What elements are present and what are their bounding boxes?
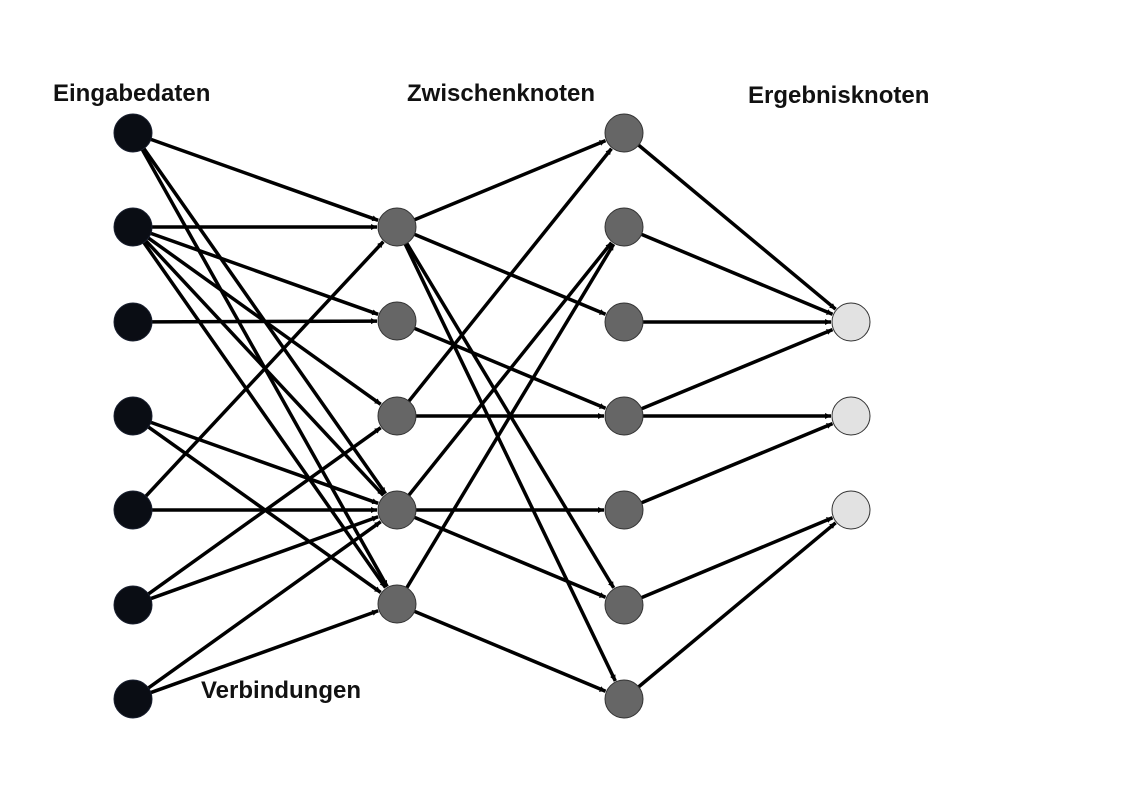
connection-arrow (640, 328, 834, 411)
input-node (113, 113, 153, 153)
connection-arrow (147, 520, 382, 690)
connection-arrow (407, 241, 613, 497)
hidden2-node (604, 302, 644, 342)
connection-arrow (407, 147, 613, 403)
connection-arrow (413, 139, 607, 222)
connections-label: Verbindungen (201, 677, 362, 704)
hidden2-node (604, 113, 644, 153)
input-layer-label: Eingabedaten (53, 80, 211, 107)
output-node (831, 302, 871, 342)
connection-arrow (640, 232, 834, 316)
input-node (113, 585, 153, 625)
hidden1-node (377, 396, 417, 436)
hidden2-node (604, 396, 644, 436)
hidden2-node (604, 207, 644, 247)
hidden1-node (377, 490, 417, 530)
connection-arrow (413, 515, 607, 599)
connection-arrow (142, 241, 387, 589)
hidden2-node (604, 679, 644, 719)
input-node (113, 302, 153, 342)
connection-arrow (640, 516, 834, 600)
connection-arrow (147, 426, 382, 596)
output-node (831, 490, 871, 530)
connection-arrow (150, 515, 379, 601)
connection-arrow (413, 609, 607, 693)
input-node (113, 396, 153, 436)
connection-arrow (150, 137, 379, 222)
hidden1-node (377, 207, 417, 247)
hidden2-node (604, 585, 644, 625)
connection-arrow (403, 243, 617, 682)
hidden-layer-label: Zwischenknoten (407, 80, 596, 107)
connection-arrow (405, 243, 616, 589)
connection-arrow (637, 521, 837, 689)
hidden1-node (377, 301, 417, 341)
connection-arrow (150, 420, 379, 505)
output-layer-label: Ergebnisknoten (748, 82, 930, 109)
connection-arrow (151, 318, 378, 325)
connection-arrow (150, 609, 379, 695)
input-node (113, 679, 153, 719)
input-node (113, 490, 153, 530)
hidden2-node (604, 490, 644, 530)
input-node (113, 207, 153, 247)
output-node (831, 396, 871, 436)
connection-arrow (150, 231, 379, 316)
hidden1-node (377, 584, 417, 624)
connection-arrow (637, 143, 837, 311)
connection-arrow (144, 240, 385, 498)
connection-arrow (640, 422, 834, 505)
